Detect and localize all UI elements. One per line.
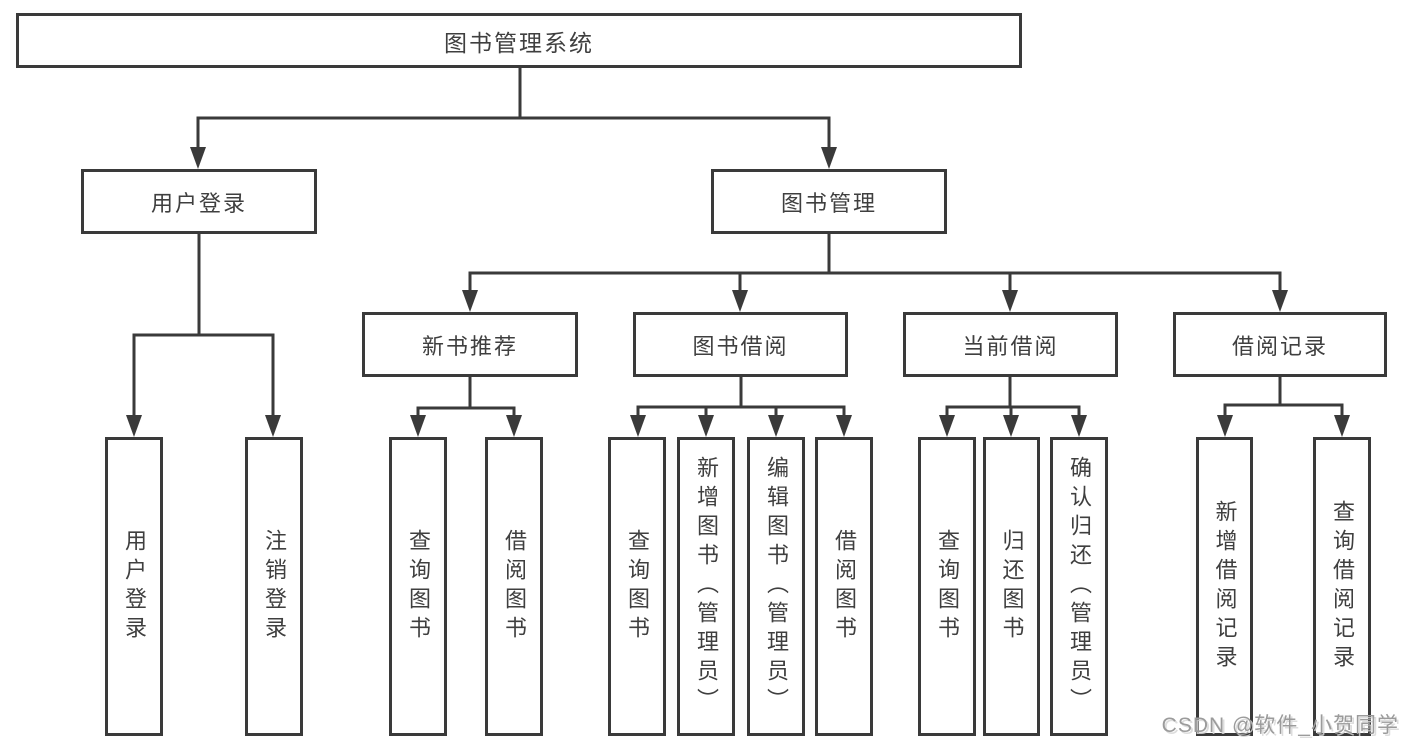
leaf-query-borrow-record: 查询借阅记录 <box>1313 437 1371 736</box>
node-user-login: 用户登录 <box>81 169 317 234</box>
leaf-add-borrow-record: 新增借阅记录 <box>1196 437 1253 736</box>
leaf-confirm-return-admin: 确认归还（管理员） <box>1050 437 1108 736</box>
leaf-query-books-borrow: 查询图书 <box>608 437 666 736</box>
leaf-query-books-recommend: 查询图书 <box>389 437 447 736</box>
node-current-borrowing: 当前借阅 <box>903 312 1118 377</box>
node-library-management-system: 图书管理系统 <box>16 13 1022 68</box>
leaf-return-book: 归还图书 <box>983 437 1040 736</box>
leaf-borrow-books-recommend: 借阅图书 <box>485 437 543 736</box>
node-borrowing-records: 借阅记录 <box>1173 312 1387 377</box>
leaf-query-books-current: 查询图书 <box>918 437 976 736</box>
leaf-add-book-admin: 新增图书（管理员） <box>677 437 735 736</box>
node-new-book-recommendation: 新书推荐 <box>362 312 578 377</box>
node-book-management: 图书管理 <box>711 169 947 234</box>
node-book-borrowing: 图书借阅 <box>633 312 848 377</box>
csdn-watermark: CSDN @软件_小贺同学 <box>1161 714 1399 737</box>
leaf-user-login: 用户登录 <box>105 437 163 736</box>
leaf-borrow-books: 借阅图书 <box>815 437 873 736</box>
leaf-edit-book-admin: 编辑图书（管理员） <box>747 437 805 736</box>
leaf-logout: 注销登录 <box>245 437 303 736</box>
